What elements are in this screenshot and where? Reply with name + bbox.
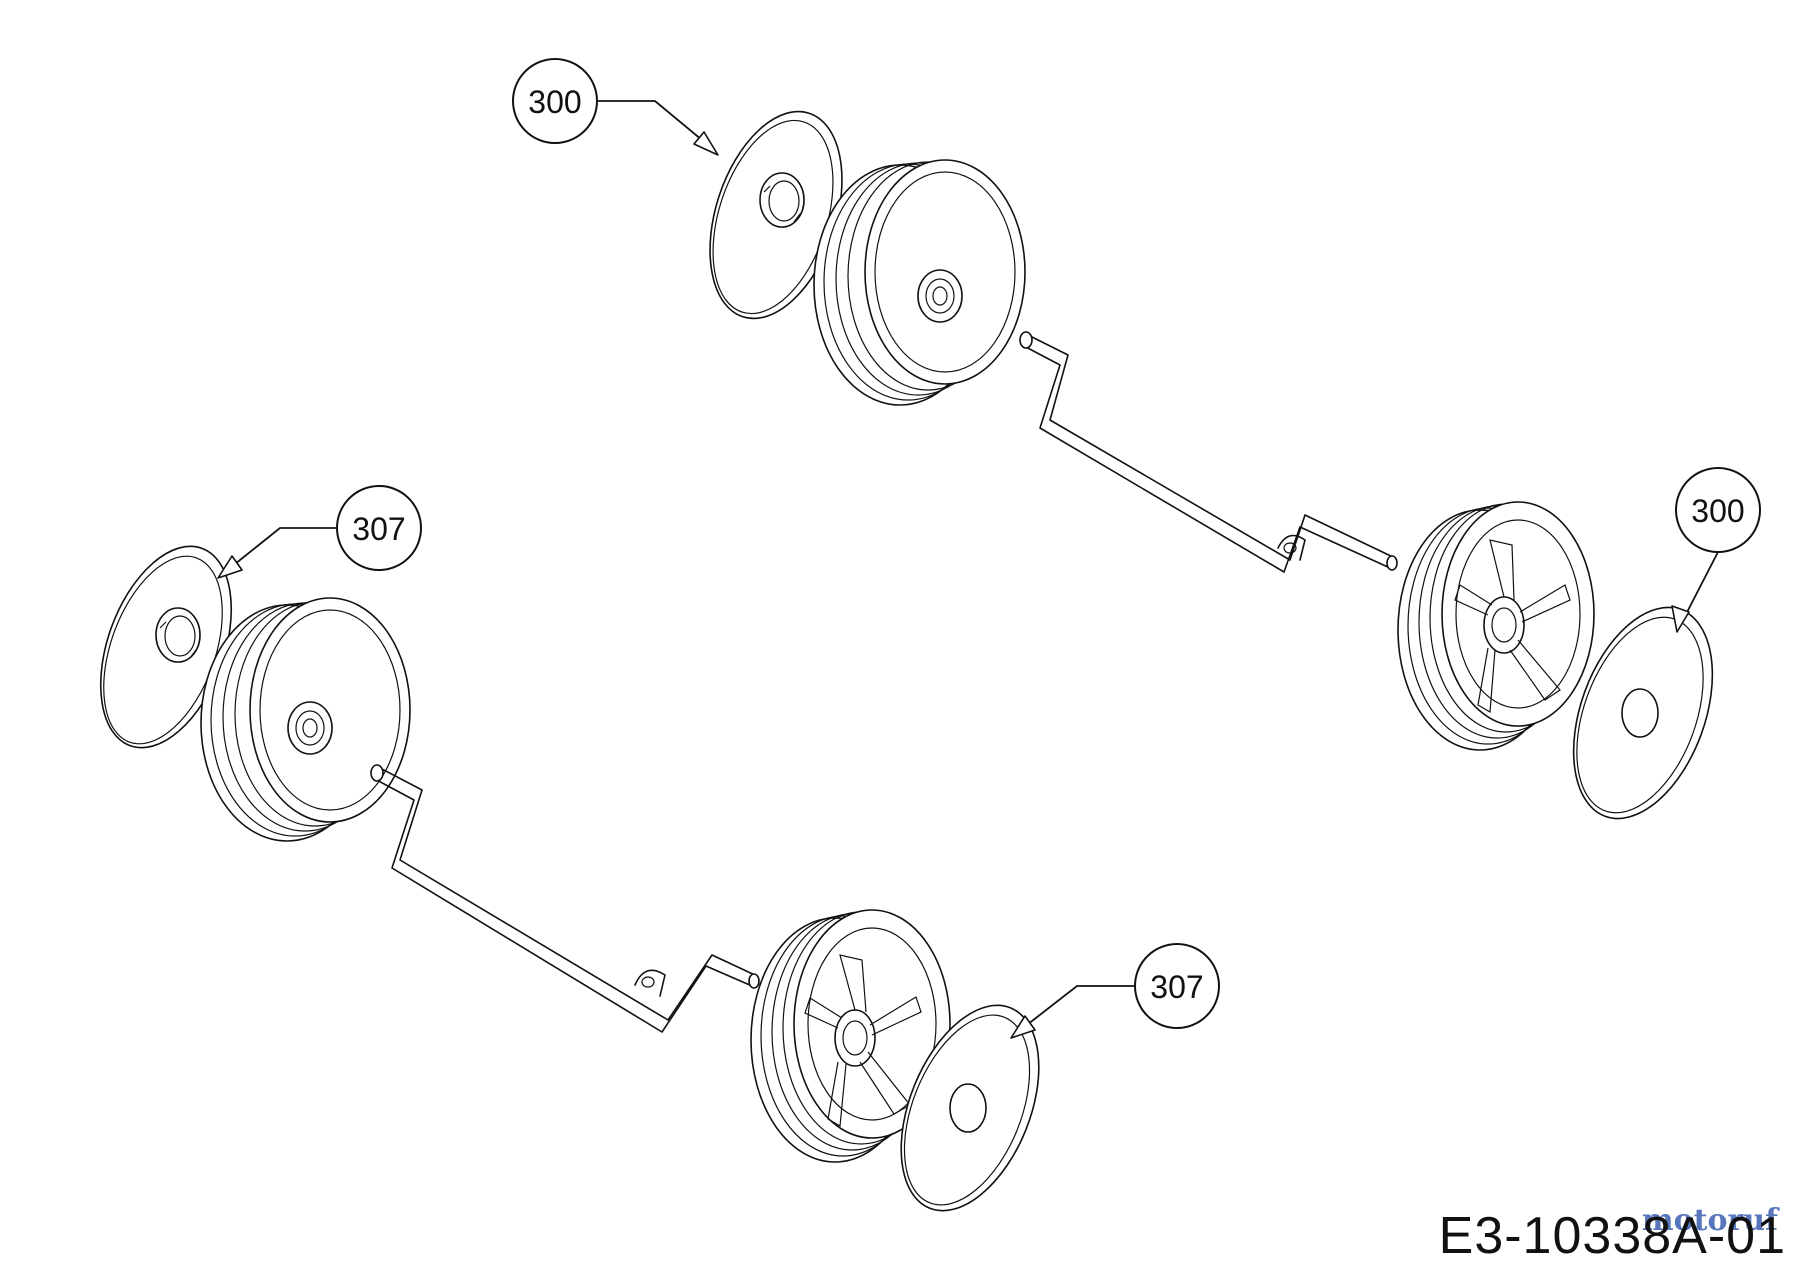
- callout-label: 307: [1150, 969, 1203, 1005]
- callout-307-mid-left: 307: [217, 485, 422, 579]
- axle-lower: [370, 764, 760, 1033]
- callout-307-bottom-mid: 307: [1010, 943, 1220, 1039]
- wheel-upper-right: [1397, 501, 1595, 751]
- watermark-logo: motoruf: [1641, 1203, 1778, 1238]
- wheel-lower-right: [750, 909, 951, 1163]
- callout-label: 307: [352, 511, 405, 547]
- callout-label: 300: [1691, 493, 1744, 529]
- callout-300-top-left: 300: [512, 58, 719, 156]
- wheel-cap-lower-right: [900, 1004, 1040, 1212]
- axle-upper: [1019, 331, 1398, 573]
- callout-label: 300: [528, 84, 581, 120]
- callout-300-top-right: 300: [1671, 467, 1761, 633]
- wheel-upper-left: [813, 159, 1026, 406]
- drawing-number: E3-10338A-01: [1438, 1207, 1786, 1265]
- wheel-lower-left: [200, 597, 411, 842]
